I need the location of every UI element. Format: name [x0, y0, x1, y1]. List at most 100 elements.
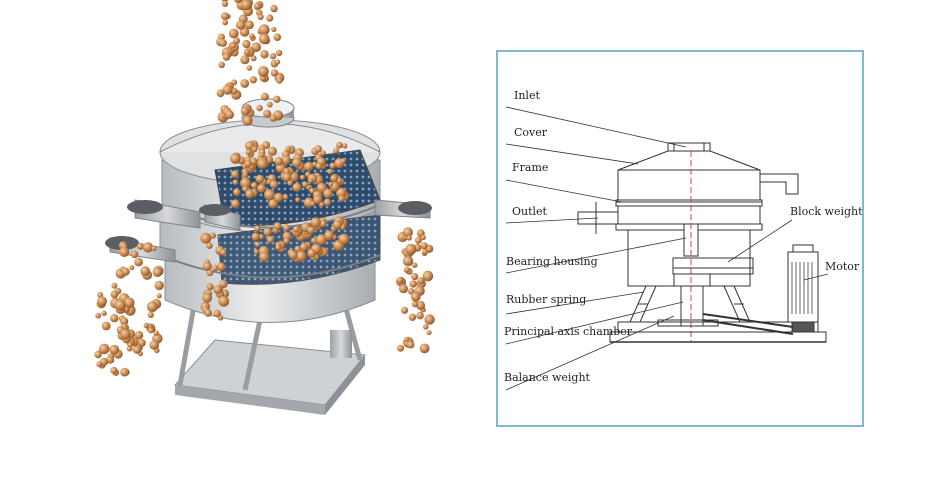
particle [283, 224, 290, 232]
particle [251, 232, 260, 241]
particle [156, 293, 162, 299]
particle [282, 194, 289, 200]
particle [419, 343, 430, 354]
particle [323, 198, 332, 206]
particle [257, 158, 268, 169]
particle [263, 227, 272, 237]
particle [242, 115, 253, 126]
particle [202, 261, 212, 271]
particle [402, 227, 413, 238]
particle [206, 269, 214, 277]
particle [240, 177, 251, 189]
particle [232, 179, 239, 185]
particle [291, 157, 302, 168]
particle [213, 285, 223, 295]
particle [237, 0, 243, 2]
particle [292, 182, 302, 192]
particle [216, 262, 226, 272]
particle [120, 317, 129, 326]
particle [240, 55, 250, 65]
particle [342, 143, 348, 149]
schematic-machine [577, 142, 827, 343]
particle [426, 330, 432, 336]
particle [258, 66, 269, 77]
particle [245, 149, 252, 156]
particle [253, 2, 262, 10]
particle [315, 234, 327, 246]
particle [206, 242, 213, 249]
particle [273, 192, 284, 203]
particle [130, 250, 139, 259]
vibrating-sieve-illustration [94, 0, 435, 415]
particle [285, 146, 291, 152]
particle [294, 245, 302, 253]
particle [264, 189, 276, 201]
particle [257, 13, 264, 20]
particle [399, 284, 408, 294]
particle [101, 321, 111, 331]
particle [204, 309, 212, 317]
particle [140, 266, 150, 276]
particle [274, 157, 284, 166]
particle [275, 59, 281, 65]
particle [242, 39, 251, 49]
particle [258, 152, 265, 158]
particle [202, 292, 213, 303]
particle [257, 183, 266, 193]
particle [414, 236, 422, 244]
particle [263, 109, 272, 118]
particle [154, 280, 164, 291]
particle [262, 141, 271, 149]
particle [293, 226, 300, 233]
particle [260, 50, 269, 59]
particle [111, 282, 118, 289]
particle [254, 225, 261, 232]
particle [333, 147, 340, 154]
particle [254, 241, 261, 248]
material-particles [94, 0, 435, 377]
particle [236, 20, 246, 30]
particle [406, 235, 412, 241]
particle [281, 155, 291, 165]
particle [213, 309, 221, 318]
particle [403, 266, 410, 273]
particle [200, 232, 212, 244]
particle [283, 237, 290, 245]
particle [222, 19, 229, 26]
label-rubber-spring: Rubber spring [506, 293, 586, 306]
label-block-weight: Block weight [790, 205, 862, 218]
particle [147, 301, 158, 313]
particle [423, 324, 429, 330]
particle [225, 110, 235, 119]
particle [209, 232, 216, 239]
particle [307, 248, 316, 258]
particle [409, 280, 417, 288]
particle [340, 158, 346, 164]
particle [110, 366, 118, 374]
particle [230, 153, 241, 164]
particle [97, 296, 107, 307]
particle [233, 188, 241, 196]
particle [253, 249, 259, 255]
schematic-panel: Inlet Cover Frame Outlet Bearing housing… [496, 50, 864, 427]
particle [329, 162, 336, 169]
machine-base [174, 299, 366, 415]
particle [396, 276, 404, 284]
particle [250, 182, 258, 189]
label-bearing-housing: Bearing housing [506, 255, 598, 268]
particle [219, 39, 228, 47]
particle [220, 249, 227, 256]
particle [255, 174, 265, 184]
particle [101, 310, 107, 316]
particle [416, 300, 426, 310]
particle [407, 341, 415, 349]
particle [240, 107, 250, 116]
particle [273, 33, 282, 41]
particle [249, 33, 255, 39]
label-principal-axis-chamber: Principal axis chamber [504, 325, 633, 338]
particle [410, 291, 421, 302]
particle [269, 114, 277, 122]
particle [282, 172, 292, 182]
particle [404, 336, 410, 342]
particle [424, 314, 435, 325]
